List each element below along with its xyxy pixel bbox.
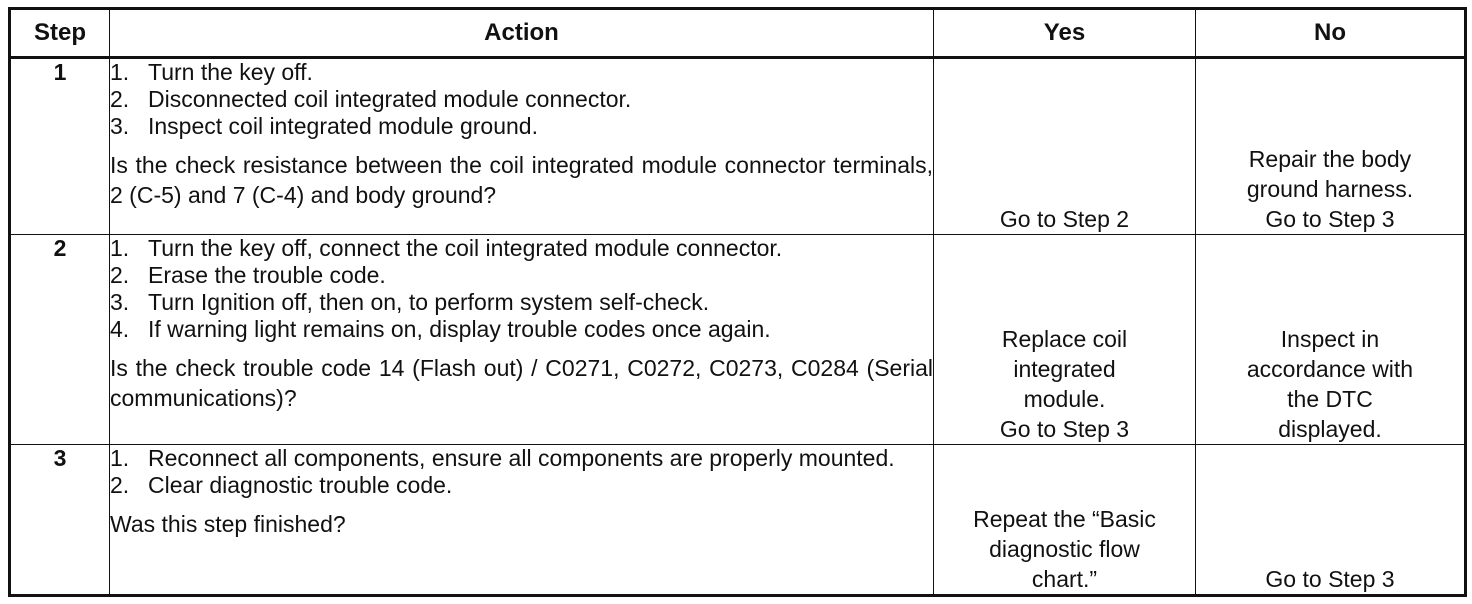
check-question: Is the check resistance between the coil… [110,152,933,208]
no-result: Go to Step 3 [1195,444,1466,596]
list-item: 1.Reconnect all components, ensure all c… [110,445,895,472]
step-number: 1 [9,57,110,235]
table-row: 3 1.Reconnect all components, ensure all… [9,444,1466,596]
action-list: 1.Turn the key off. 2.Disconnected coil … [110,59,933,140]
list-item: 4.If warning light remains on, display t… [110,315,771,342]
step-number: 3 [9,444,110,596]
action-cell: 1.Turn the key off, connect the coil int… [109,233,934,446]
header-step: Step [9,8,110,59]
list-item: 2.Disconnected coil integrated module co… [110,86,632,112]
list-item: 2.Erase the trouble code. [110,261,386,288]
table-row: 2 1.Turn the key off, connect the coil i… [9,233,1466,446]
action-list: 1.Turn the key off, connect the coil int… [110,235,933,343]
no-result: Inspect in accordance with the DTC displ… [1195,233,1466,446]
yes-result: Go to Step 2 [933,57,1196,235]
header-row: Step Action Yes No [9,8,1466,59]
list-item: 2.Clear diagnostic trouble code. [110,472,453,499]
no-result: Repair the body ground harness. Go to St… [1195,57,1466,235]
header-yes: Yes [933,8,1196,59]
yes-result: Replace coil integrated module. Go to St… [933,233,1196,446]
list-item: 3.Inspect coil integrated module ground. [110,113,538,139]
action-cell: 1.Reconnect all components, ensure all c… [109,444,934,596]
list-item: 3.Turn Ignition off, then on, to perform… [110,288,710,315]
header-no: No [1195,8,1466,59]
diagnostic-table: Step Action Yes No 1 1.Turn the key off.… [8,7,1467,597]
step-number: 2 [9,233,110,446]
yes-result: Repeat the “Basic diagnostic flow chart.… [933,444,1196,596]
header-action: Action [109,8,934,59]
check-question: Is the check trouble code 14 (Flash out)… [110,354,933,411]
check-question: Was this step finished? [110,511,346,538]
list-item: 1.Turn the key off, connect the coil int… [110,234,783,261]
table-row: 1 1.Turn the key off. 2.Disconnected coi… [9,57,1466,235]
action-cell: 1.Turn the key off. 2.Disconnected coil … [109,57,934,235]
list-item: 1.Turn the key off. [110,59,313,85]
action-list: 1.Reconnect all components, ensure all c… [110,445,933,499]
